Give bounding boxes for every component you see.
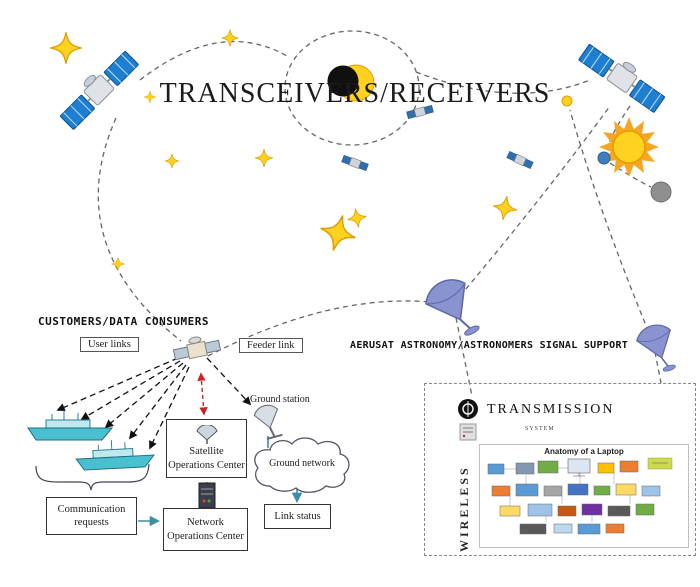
mini-satellite-1-icon bbox=[341, 154, 369, 172]
dish-antenna-large-icon bbox=[419, 271, 489, 348]
user-links-label: User links bbox=[80, 337, 139, 352]
feeder-link-label: Feeder link bbox=[239, 338, 303, 353]
server-tower-icon bbox=[198, 482, 216, 509]
yellow-dot-icon bbox=[561, 95, 573, 107]
transmission-title: TRANSMISSION bbox=[487, 402, 615, 417]
ground-station-dish-icon bbox=[253, 404, 283, 440]
mini-satellite-3-icon bbox=[506, 150, 534, 170]
brace-shape bbox=[35, 463, 150, 491]
satellite-ops-box: Satellite Operations Center bbox=[166, 419, 247, 478]
cloud-shape bbox=[254, 437, 350, 493]
relay-satellite-hub-icon bbox=[171, 332, 222, 363]
transmission-subtitle: SYSTEM bbox=[525, 426, 555, 432]
planet-dot-icon bbox=[597, 151, 611, 165]
ops-dish-icon bbox=[195, 425, 218, 445]
anatomy-panel: Anatomy of a Laptop bbox=[479, 444, 689, 548]
satellite-ops-label: Satellite Operations Center bbox=[168, 446, 245, 471]
speaker-icon bbox=[458, 399, 478, 441]
anatomy-diagram bbox=[487, 457, 673, 535]
feeder-link-line bbox=[197, 372, 208, 416]
ground-station-label: Ground station bbox=[250, 394, 310, 405]
moon-icon bbox=[650, 181, 672, 203]
satellite-top-right-icon bbox=[577, 37, 671, 114]
customers-label: CUSTOMERS/DATA CONSUMERS bbox=[38, 315, 209, 328]
transmission-panel: TRANSMISSION SYSTEM WIRELESS Anatomy of … bbox=[424, 383, 696, 556]
aerusat-label: AERUSAT ASTRONOMY/ASTRONOMERS SIGNAL SUP… bbox=[350, 340, 629, 351]
link-status-label: Link status bbox=[274, 510, 321, 522]
user-link-arrows bbox=[56, 357, 252, 450]
wireless-label: WIRELESS bbox=[457, 465, 471, 552]
anatomy-title: Anatomy of a Laptop bbox=[544, 447, 624, 456]
sun-icon bbox=[599, 117, 659, 177]
eclipse-icon bbox=[327, 64, 375, 102]
dish-antenna-small-icon bbox=[632, 319, 683, 379]
page-title: TRANSCEIVERS/RECEIVERS bbox=[159, 78, 551, 109]
ship-2-icon bbox=[75, 440, 155, 471]
link-status-box: Link status bbox=[264, 504, 331, 529]
ship-1-icon bbox=[27, 410, 114, 441]
communication-requests-label: Communication requests bbox=[57, 503, 126, 528]
network-ops-box: Network Operations Center bbox=[163, 508, 248, 551]
ground-network-label: Ground network bbox=[269, 458, 335, 469]
communication-requests-box: Communication requests bbox=[46, 497, 137, 535]
network-ops-label: Network Operations Center bbox=[167, 517, 244, 542]
